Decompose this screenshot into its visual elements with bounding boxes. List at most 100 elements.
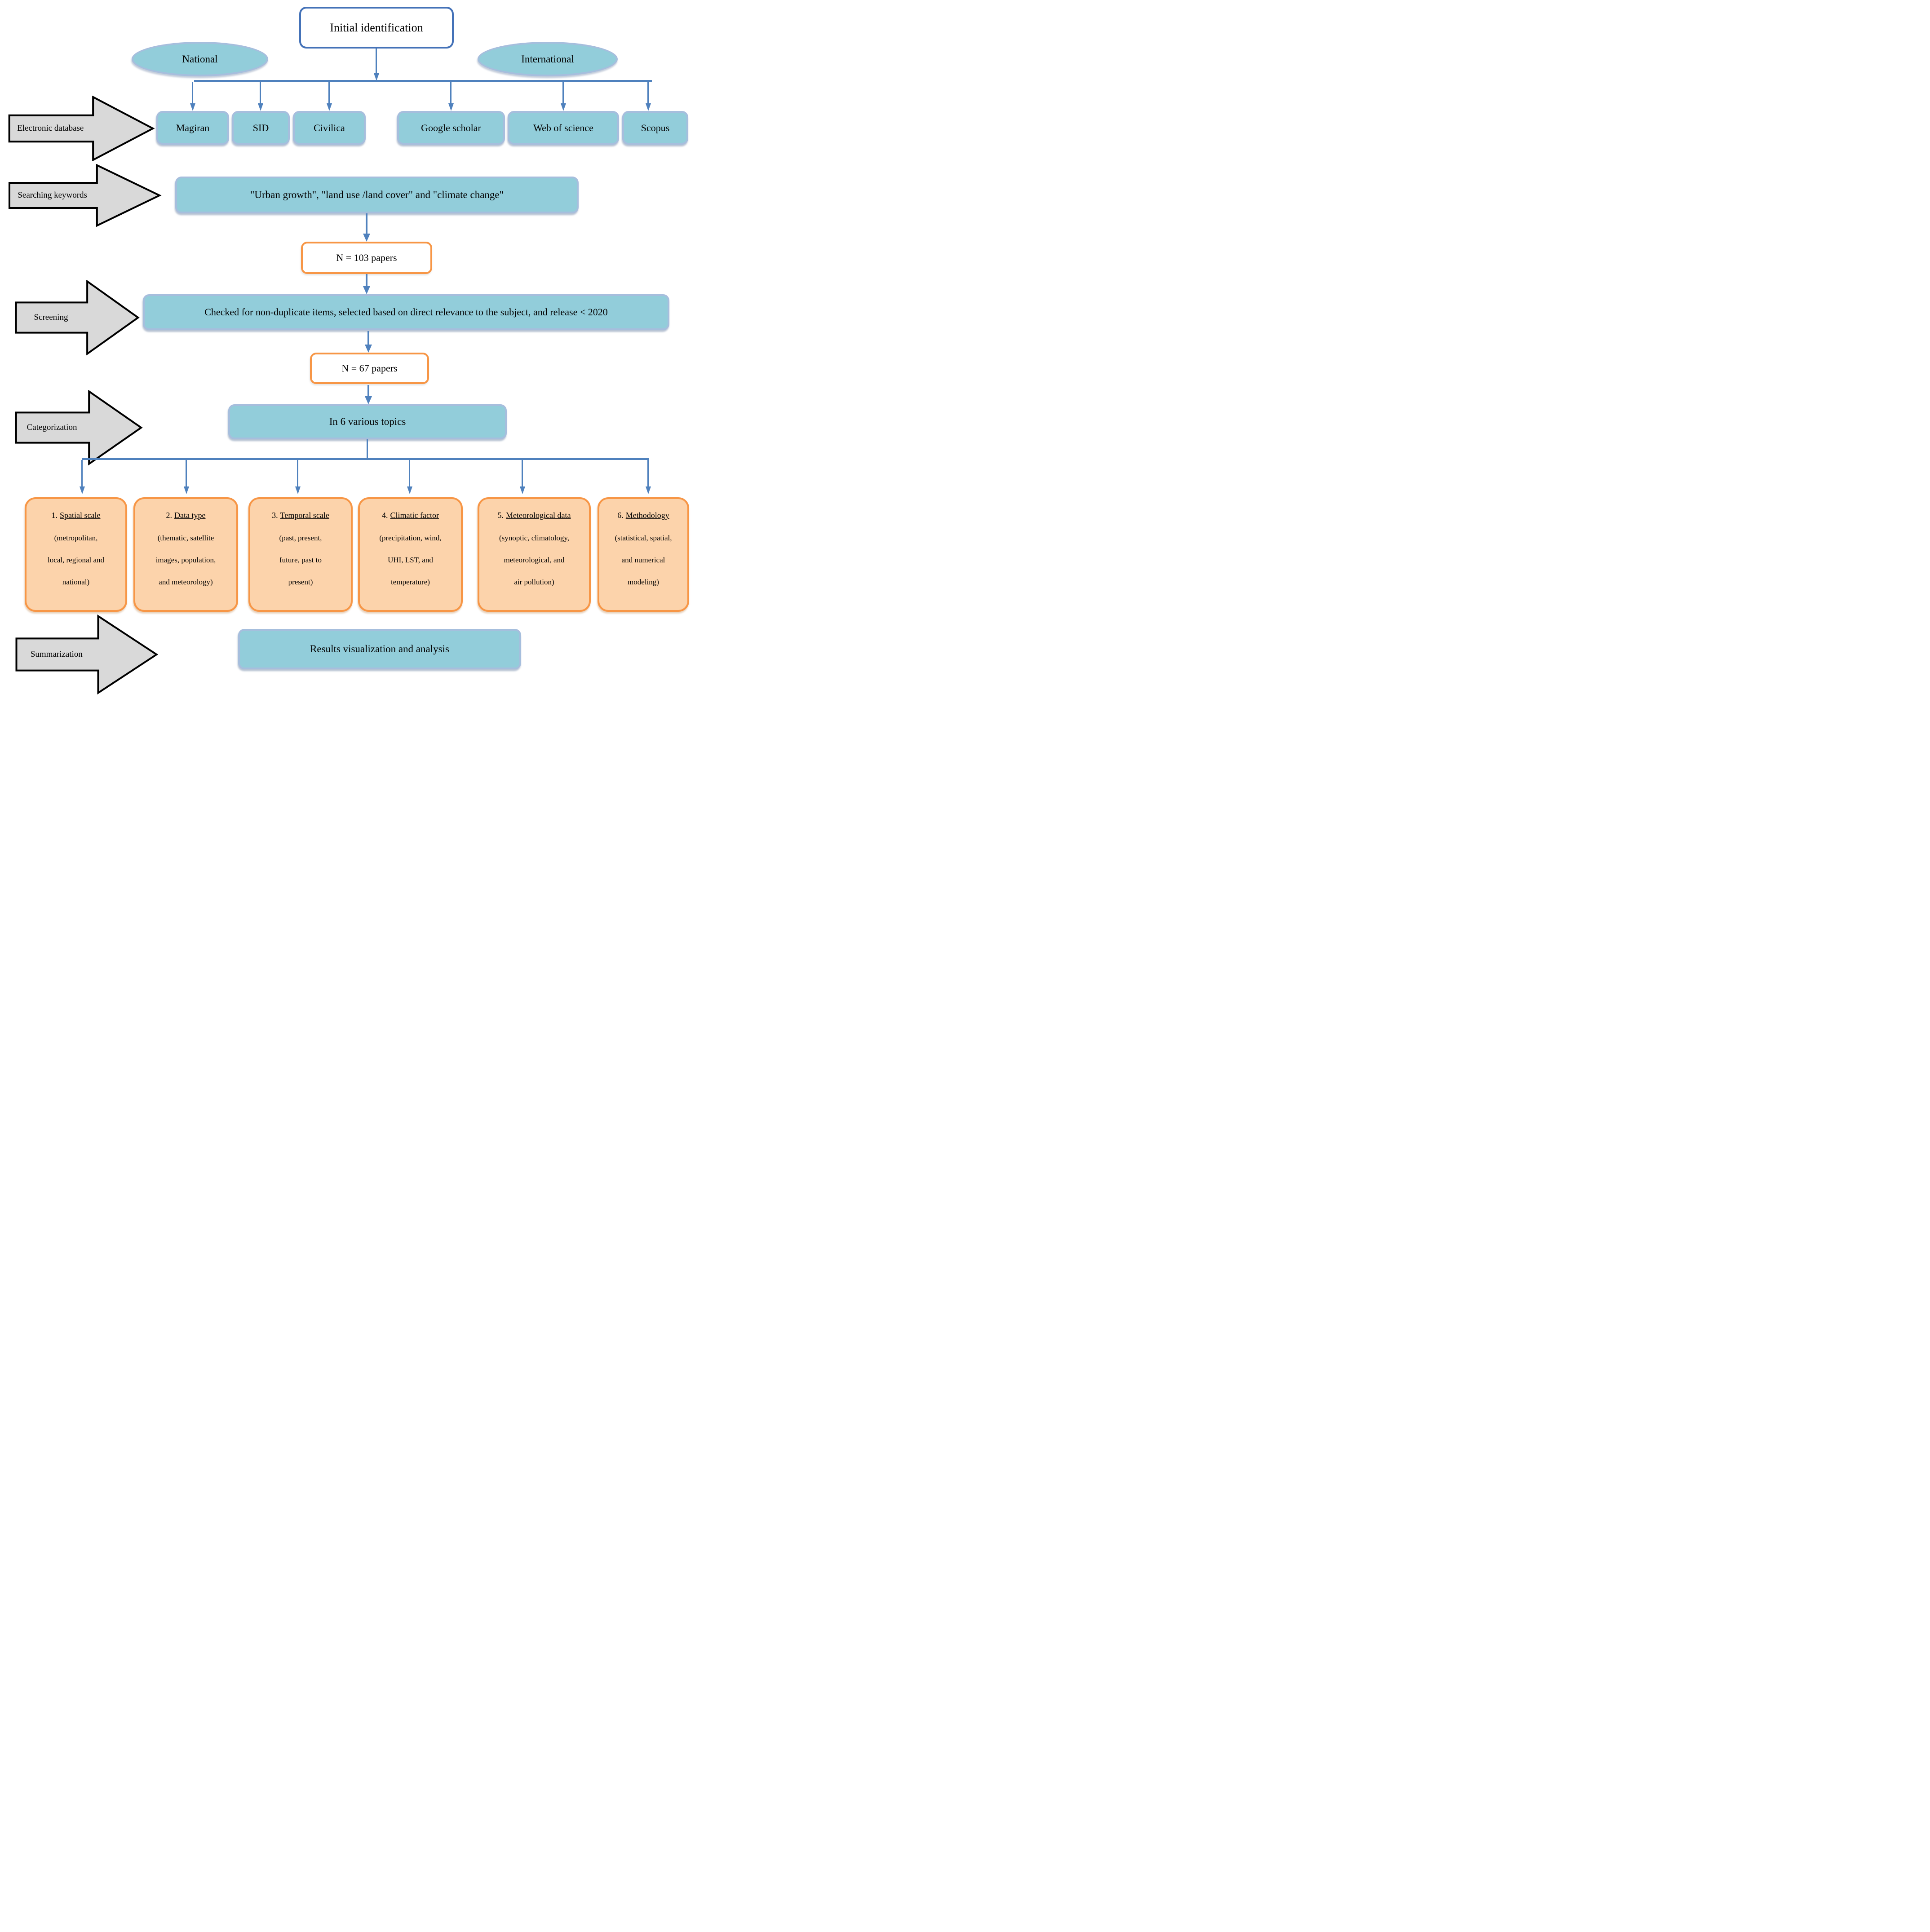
block-arrow-shape [13, 615, 159, 694]
database-label: Civilica [314, 122, 345, 133]
stage-arrow-screening: Screening [13, 280, 141, 355]
bottom-tree-line [82, 458, 649, 460]
flowchart-canvas: Initial identification National Internat… [0, 0, 695, 696]
topic-line: and numerical [621, 555, 665, 564]
international-ellipse: International [478, 42, 618, 76]
international-label: International [521, 53, 574, 65]
initial-identification-label: Initial identification [330, 21, 423, 34]
topic-line: local, regional and [47, 555, 105, 564]
database-box-sid: SID [232, 111, 290, 145]
national-label: National [182, 53, 218, 65]
topic-title-text: Data type [174, 511, 206, 520]
database-box-scopus: Scopus [622, 111, 688, 145]
topic-box-climatic-factor: 4.Climatic factor (precipitation, wind, … [358, 497, 463, 612]
database-box-web-of-science: Web of science [508, 111, 619, 145]
database-box-civilica: Civilica [293, 111, 366, 145]
topic-line: meteorological, and [504, 555, 565, 564]
topic-line: (thematic, satellite [157, 533, 214, 542]
keywords-box: "Urban growth", "land use /land cover" a… [175, 177, 579, 213]
topic-title-text: Temporal scale [280, 511, 329, 520]
database-label: SID [252, 122, 269, 133]
topic-box-meteorological-data: 5.Meteorological data (synoptic, climato… [478, 497, 591, 612]
topic-title-text: Meteorological data [506, 511, 571, 520]
stage-label-categorization: Categorization [27, 422, 77, 432]
drop-arrow-topic-5 [520, 460, 525, 494]
drop-arrow-topic-6 [646, 460, 651, 494]
topics-count-label: In 6 various topics [329, 416, 406, 427]
topic-line: (metropolitan, [54, 533, 98, 542]
topic-line: temperature) [391, 578, 430, 587]
screening-label: Checked for non-duplicate items, selecte… [204, 306, 608, 318]
drop-arrow-topic-1 [80, 460, 85, 494]
topic-box-spatial-scale: 1.Spatial scale (metropolitan, local, re… [25, 497, 127, 612]
screening-box: Checked for non-duplicate items, selecte… [143, 294, 669, 330]
drop-arrow-topic-4 [407, 460, 412, 494]
topic-line: modeling) [628, 578, 659, 587]
topic-line: UHI, LST, and [388, 555, 433, 564]
drop-arrow-google-scholar [448, 82, 454, 111]
n103-box: N = 103 papers [301, 242, 432, 274]
connector-screening-to-n67 [365, 331, 372, 353]
connector-n67-to-topics [365, 385, 372, 404]
results-box: Results visualization and analysis [238, 629, 521, 669]
initial-identification-box: Initial identification [299, 7, 454, 49]
drop-arrow-magiran [190, 82, 195, 111]
topic-line: images, population, [155, 555, 216, 564]
national-ellipse: National [132, 42, 268, 76]
drop-arrow-scopus [646, 82, 651, 111]
topic-title-text: Climatic factor [390, 511, 439, 520]
connector-initial-to-tree [374, 49, 379, 81]
n67-box: N = 67 papers [310, 353, 429, 384]
topic-line: future, past to [279, 555, 322, 564]
results-label: Results visualization and analysis [310, 643, 449, 654]
n67-label: N = 67 papers [341, 363, 398, 374]
topic-number: 1. [51, 511, 58, 520]
stage-arrow-categorization: Categorization [13, 390, 144, 465]
stage-label-searching-keywords: Searching keywords [18, 190, 87, 200]
topic-number: 3. [272, 511, 278, 520]
drop-arrow-web-of-science [561, 82, 566, 111]
topic-number: 2. [166, 511, 173, 520]
topic-title: 4.Climatic factor [382, 511, 439, 521]
topic-title: 1.Spatial scale [52, 511, 101, 521]
database-label: Magiran [176, 122, 210, 133]
database-label: Web of science [533, 122, 593, 133]
database-label: Scopus [641, 122, 670, 133]
block-arrow-shape [6, 164, 163, 227]
topic-line: (statistical, spatial, [615, 533, 672, 542]
stage-label-electronic-database: Electronic database [17, 123, 84, 133]
n103-label: N = 103 papers [336, 252, 397, 263]
topic-box-temporal-scale: 3.Temporal scale (past, present, future,… [248, 497, 353, 612]
drop-arrow-topic-2 [184, 460, 189, 494]
topic-title: 5.Meteorological data [498, 511, 571, 521]
topic-number: 6. [617, 511, 624, 520]
connector-keywords-to-n103 [363, 213, 370, 242]
drop-arrow-civilica [327, 82, 332, 111]
stage-arrow-electronic-database: Electronic database [6, 96, 156, 161]
connector-n103-to-screening [363, 274, 370, 294]
topics-count-box: In 6 various topics [228, 404, 507, 439]
drop-arrow-sid [258, 82, 263, 111]
stage-label-summarization: Summarization [30, 649, 83, 659]
topic-title: 6.Methodology [617, 511, 669, 521]
connector-topicsbox-to-tree [367, 439, 368, 459]
database-box-google-scholar: Google scholar [397, 111, 505, 145]
topic-box-methodology: 6.Methodology (statistical, spatial, and… [598, 497, 689, 612]
topic-number: 4. [382, 511, 388, 520]
database-box-magiran: Magiran [156, 111, 229, 145]
drop-arrow-topic-3 [295, 460, 301, 494]
topic-line: present) [288, 578, 313, 587]
topic-line: (past, present, [279, 533, 322, 542]
topic-line: national) [62, 578, 90, 587]
block-arrow-shape [6, 96, 156, 161]
topic-number: 5. [497, 511, 504, 520]
topic-line: and meteorology) [159, 578, 213, 587]
block-arrow-shape [13, 390, 144, 465]
topic-title: 2.Data type [166, 511, 206, 521]
stage-label-screening: Screening [34, 312, 68, 322]
topic-line: (precipitation, wind, [379, 533, 442, 542]
keywords-label: "Urban growth", "land use /land cover" a… [250, 189, 504, 200]
topic-title: 3.Temporal scale [272, 511, 329, 521]
stage-arrow-searching-keywords: Searching keywords [6, 164, 163, 227]
topic-title-text: Methodology [625, 511, 669, 520]
